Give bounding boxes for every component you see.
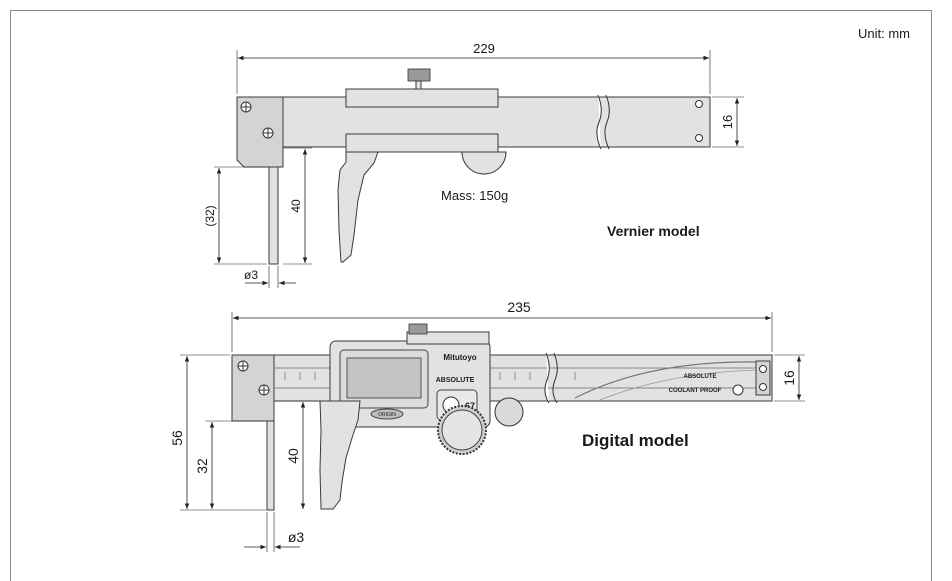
screw-icon: [240, 101, 252, 113]
screw-icon: [258, 384, 270, 396]
vernier-length-label: 229: [473, 41, 495, 56]
screw-icon: [262, 127, 274, 139]
digital-caliper: ORIGIN Mitutoyo ABSOLUTE 67 ABSOLUTE COO…: [231, 323, 773, 511]
digital-length-label: 235: [507, 299, 531, 315]
digital-jaw-depth-label: 40: [285, 448, 301, 464]
screw-icon: [237, 360, 249, 372]
drawing-frame: [10, 10, 932, 581]
vernier-height-label: 16: [720, 115, 735, 129]
vernier-tip-length-label: (32): [203, 205, 217, 226]
brand-logo-text: Mitutoyo: [443, 353, 476, 362]
vernier-dimensions: 229 16 (32) 40 ø3 Mass: 150g Vernier mod…: [203, 41, 744, 288]
digital-diameter-label: ø3: [288, 529, 305, 545]
coolant-proof-text: COOLANT PROOF: [669, 388, 722, 394]
digital-height-label: 16: [781, 370, 797, 386]
beam-absolute-text: ABSOLUTE: [684, 374, 717, 380]
absolute-logo-text: ABSOLUTE: [436, 377, 475, 384]
ip-badge-label: 67: [465, 401, 475, 411]
digital-overall-height-label: 56: [169, 430, 185, 446]
vernier-diameter-label: ø3: [244, 268, 258, 282]
digital-dimensions: 235 16 56 32 40 ø3 Digital model: [169, 299, 805, 552]
vernier-title: Vernier model: [607, 223, 700, 239]
vernier-mass-label: Mass: 150g: [441, 188, 508, 203]
origin-button-label: ORIGIN: [378, 412, 396, 418]
digital-tip-length-label: 32: [194, 458, 210, 474]
vernier-jaw-depth-label: 40: [289, 199, 303, 213]
digital-title: Digital model: [582, 431, 689, 450]
vernier-caliper: [236, 68, 711, 265]
unit-label: Unit: mm: [858, 26, 910, 41]
